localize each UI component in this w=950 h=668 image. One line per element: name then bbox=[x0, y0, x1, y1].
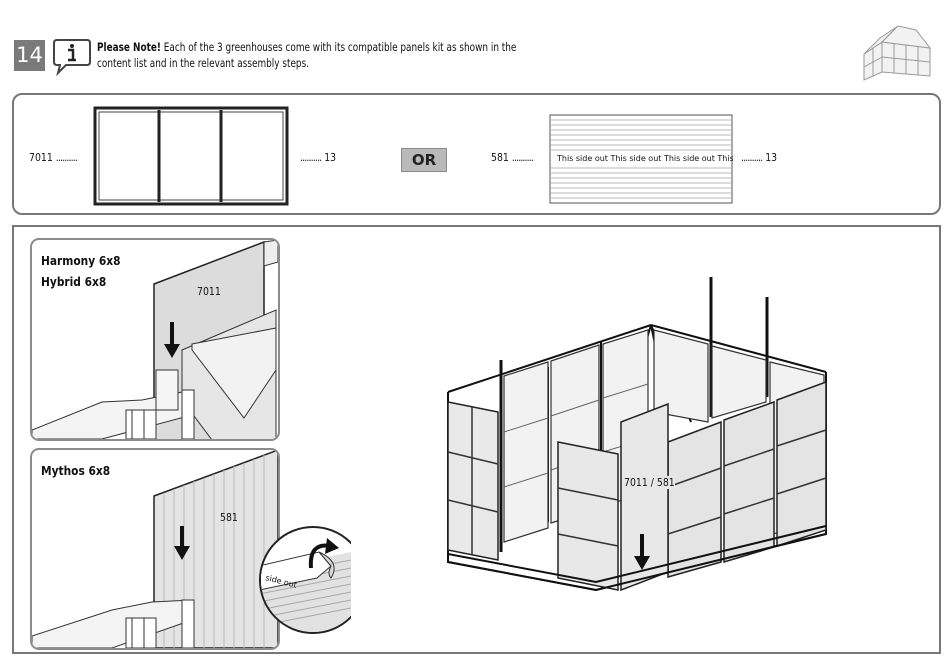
inset-harmony-hybrid: Harmony 6x8 Hybrid 6x8 7011 bbox=[30, 238, 280, 441]
panel-7011-drawing bbox=[93, 106, 289, 206]
panel-insert-7011-detail bbox=[32, 240, 278, 439]
panel-581-drawing: This side out This side out This side ou… bbox=[549, 114, 733, 204]
or-separator: OR bbox=[401, 148, 447, 172]
greenhouse-frame-illustration bbox=[447, 277, 827, 592]
inset-model-harmony: Harmony 6x8 bbox=[41, 253, 121, 268]
panel-kit-note: Please Note! Each of the 3 greenhouses c… bbox=[97, 39, 544, 71]
note-bold-prefix: Please Note! bbox=[97, 40, 161, 54]
inset-panel-code-7011: 7011 bbox=[197, 285, 221, 298]
note-text: Each of the 3 greenhouses come with its … bbox=[97, 40, 517, 70]
panel-insert-581-detail bbox=[32, 450, 278, 648]
inset-model-hybrid: Hybrid 6x8 bbox=[41, 274, 107, 289]
step-number: 14 bbox=[14, 40, 45, 71]
greenhouse-thumbnail-icon bbox=[863, 25, 932, 81]
info-icon bbox=[53, 39, 91, 76]
inset-panel-code-581: 581 bbox=[220, 511, 238, 524]
panel-qty-b: .......... 13 bbox=[741, 151, 778, 164]
panel-code-a: 7011 .......... bbox=[29, 151, 78, 164]
peel-film-detail: side out bbox=[259, 526, 351, 634]
panel-581-print: This side out This side out This side ou… bbox=[556, 154, 733, 163]
panel-qty-a: .......... 13 bbox=[300, 151, 337, 164]
panel-code-b: 581 .......... bbox=[491, 151, 534, 164]
main-panel-label: 7011 / 581 bbox=[624, 476, 675, 489]
inset-model-mythos: Mythos 6x8 bbox=[41, 463, 111, 478]
inset-mythos: Mythos 6x8 581 bbox=[30, 448, 280, 650]
